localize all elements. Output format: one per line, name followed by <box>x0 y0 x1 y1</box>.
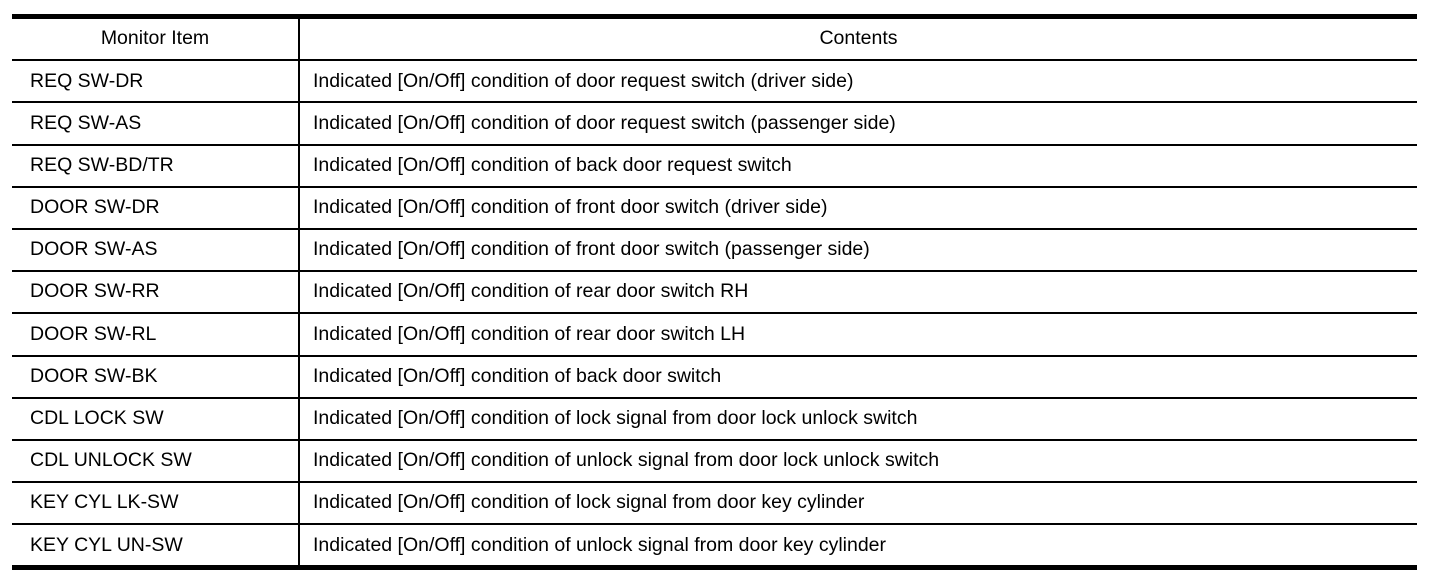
table-header: Monitor Item Contents <box>12 15 1417 61</box>
monitor-item-cell: DOOR SW-RR <box>12 270 300 314</box>
contents-cell: Indicated [On/Off] condition of front do… <box>299 227 1417 272</box>
monitor-item-cell: REQ SW-DR <box>12 59 300 103</box>
monitor-item-cell: DOOR SW-BK <box>12 354 300 398</box>
monitor-item-cell: KEY CYL UN-SW <box>12 523 300 568</box>
contents-cell: Indicated [On/Off] condition of unlock s… <box>299 523 1417 568</box>
contents-cell: Indicated [On/Off] condition of lock sig… <box>299 396 1417 440</box>
contents-cell: Indicated [On/Off] condition of rear doo… <box>299 312 1417 356</box>
contents-cell: Indicated [On/Off] condition of front do… <box>299 185 1417 229</box>
contents-cell: Indicated [On/Off] condition of door req… <box>299 101 1417 145</box>
column-header-contents: Contents <box>299 15 1417 61</box>
monitor-item-cell: CDL UNLOCK SW <box>12 438 300 483</box>
monitor-item-cell: CDL LOCK SW <box>12 396 300 440</box>
contents-cell: Indicated [On/Off] condition of rear doo… <box>299 270 1417 314</box>
contents-cell: Indicated [On/Off] condition of unlock s… <box>299 438 1417 483</box>
contents-cell: Indicated [On/Off] condition of lock sig… <box>299 481 1417 525</box>
contents-cell: Indicated [On/Off] condition of back doo… <box>299 143 1417 187</box>
monitor-item-cell: KEY CYL LK-SW <box>12 481 300 525</box>
contents-cell: Indicated [On/Off] condition of back doo… <box>299 354 1417 398</box>
monitor-item-cell: DOOR SW-AS <box>12 227 300 272</box>
monitor-item-cell: DOOR SW-DR <box>12 185 300 229</box>
monitor-item-cell: DOOR SW-RL <box>12 312 300 356</box>
monitor-item-cell: REQ SW-AS <box>12 101 300 145</box>
contents-cell: Indicated [On/Off] condition of door req… <box>299 59 1417 103</box>
monitor-item-cell: REQ SW-BD/TR <box>12 143 300 187</box>
header-row: Monitor Item Contents <box>12 15 1417 61</box>
column-header-monitor-item: Monitor Item <box>12 15 300 61</box>
